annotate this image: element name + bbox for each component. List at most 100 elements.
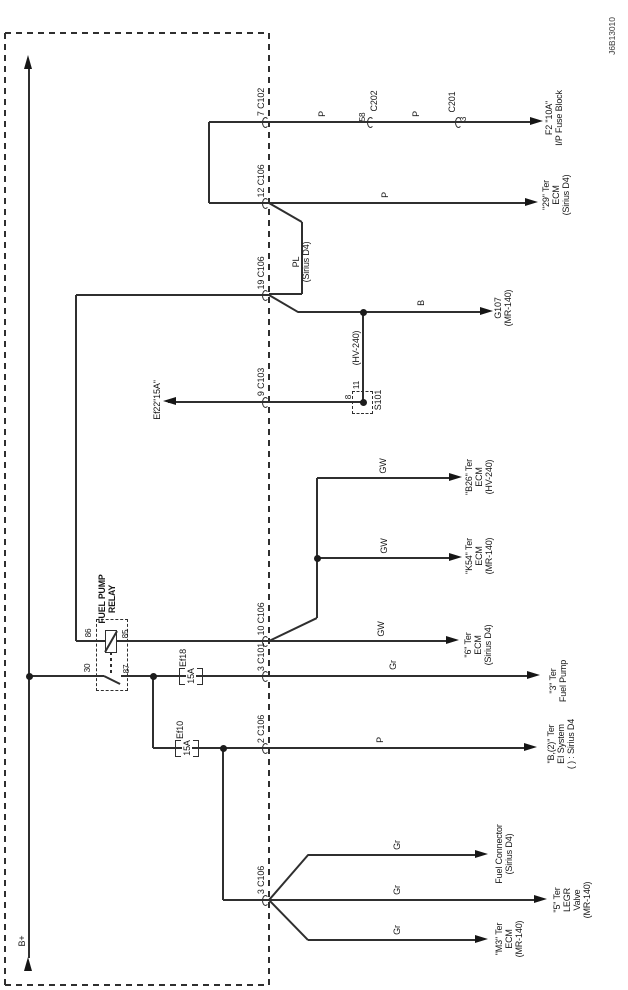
splice-terminal-11: 11: [352, 380, 361, 390]
wire-color-label: Gr: [392, 885, 402, 895]
fuel-pump-relay-title-line: FUEL PUMP: [97, 574, 107, 624]
splice-s101-label: S101: [373, 389, 383, 411]
arrowhead-up: [24, 957, 33, 971]
connector-label-3-c106: 3 C106: [256, 865, 266, 895]
wire: [308, 939, 478, 941]
connector-label-19-c106: 19 C106: [256, 256, 266, 290]
connector-label-10-c106: 10 C106: [256, 602, 266, 636]
destination-ecm-m3-line: "M3" Ter: [494, 922, 504, 956]
connector-arc: [366, 116, 374, 128]
wire: [28, 68, 30, 958]
connector-label-9-c103: 9 C103: [256, 367, 266, 397]
destination-ei-system-line: ( ) : Sirius D4: [566, 718, 576, 770]
destination-ecm-k54-line: "K54" Ter: [464, 538, 474, 574]
wire: [308, 854, 478, 856]
destination-ecm-6-line: (Sirius D4): [483, 624, 493, 666]
destination-legr-valve-line: "5" Ter: [552, 887, 562, 913]
wire: [223, 899, 537, 901]
wire: [222, 748, 224, 900]
wire-color-label: Gr: [388, 660, 398, 670]
destination-ecm-29-line: (Sirius D4): [561, 174, 571, 216]
arrowhead-right: [524, 743, 537, 752]
wire: [298, 311, 483, 313]
arrowhead-right: [525, 198, 538, 207]
destination-g107-line: G107: [493, 297, 503, 319]
connector-label-7-c102: 7 C102: [256, 87, 266, 117]
wire: [317, 477, 452, 479]
destination-ecm-29-line: "29" Ter: [541, 179, 551, 211]
arrowhead-right: [446, 636, 459, 645]
fuse-ef10-symbol-left-bracket: [175, 739, 181, 757]
wire-diagonal: [268, 202, 303, 223]
destination-fuse-block: F2 "10A"I/P Fuse Block: [544, 90, 564, 146]
relay-terminal-30: 30: [83, 663, 92, 673]
arrowhead-right: [480, 307, 493, 316]
fuse-ef10-symbol: [175, 739, 199, 757]
relay-terminal-85: 85: [121, 629, 130, 639]
wire-color-label: GW: [376, 621, 386, 637]
connector-arc: [261, 197, 269, 209]
junction-dot: [359, 398, 367, 406]
destination-fuel-connector-line: (Sirius D4): [504, 833, 514, 875]
wire: [269, 293, 302, 295]
wire: [362, 312, 364, 402]
connector-arc: [261, 289, 269, 301]
wire: [75, 295, 77, 641]
junction-dot: [359, 308, 367, 316]
destination-ecm-6-line: "6" Ter: [463, 632, 473, 658]
fuse-ef10-label: Ef10: [175, 721, 185, 739]
arrowhead-right: [534, 895, 547, 904]
fuse-ef10-rating: 15A: [182, 739, 192, 757]
connector-label-3-c101: 3 C101: [256, 642, 266, 672]
wire-diagonal: [268, 899, 309, 941]
connector-arc: [261, 742, 269, 754]
destination-ecm-b26-line: ECM: [474, 467, 484, 487]
wire-color-label: P: [411, 111, 421, 117]
terminal-58-label: 58: [358, 112, 367, 122]
destination-ecm-m3-line: ECM: [504, 929, 514, 949]
wire: [208, 122, 210, 203]
wire: [153, 747, 527, 749]
dashed-boundary: [5, 32, 269, 34]
destination-ecm-m3-line: (MR-140): [514, 920, 524, 958]
arrowhead-right: [475, 935, 488, 944]
destination-fuel-connector-line: Fuel Connector: [494, 824, 504, 884]
destination-legr-valve-line: Valve: [572, 889, 582, 911]
destination-ei-system-line: EI System: [556, 724, 566, 764]
arrowhead-right: [449, 553, 462, 562]
wire-diagonal: [268, 294, 299, 313]
wire-color-label: P: [375, 737, 385, 743]
destination-fuel-pump-line: "3" Ter: [548, 668, 558, 694]
terminal-3-label: 3: [459, 116, 468, 122]
wire-label-pl-line: (Sirius D4): [301, 241, 311, 283]
destination-ecm-b26-line: "B26" Ter: [464, 459, 474, 495]
wire-color-label: P: [317, 111, 327, 117]
splice-terminal-8: 8: [344, 394, 353, 400]
wire: [301, 222, 303, 294]
diagram-id-code: J6B13010: [607, 17, 617, 55]
relay-link-dashed: [110, 652, 112, 674]
wire: [76, 294, 269, 296]
wire: [209, 202, 528, 204]
connector-label-c201: C201: [447, 91, 457, 113]
fuse-ef22-label: Ef22"15A": [152, 380, 162, 420]
junction-dot: [313, 554, 321, 562]
destination-fuse-block-line: F2 "10A": [544, 100, 554, 136]
connector-arc: [261, 116, 269, 128]
destination-ecm-29-line: ECM: [551, 185, 561, 205]
connector-arc: [261, 894, 269, 906]
destination-ecm-6-line: ECM: [473, 635, 483, 655]
junction-dot: [25, 672, 33, 680]
wire: [121, 675, 530, 677]
arrowhead-right: [527, 671, 540, 680]
connector-arc: [454, 116, 462, 128]
